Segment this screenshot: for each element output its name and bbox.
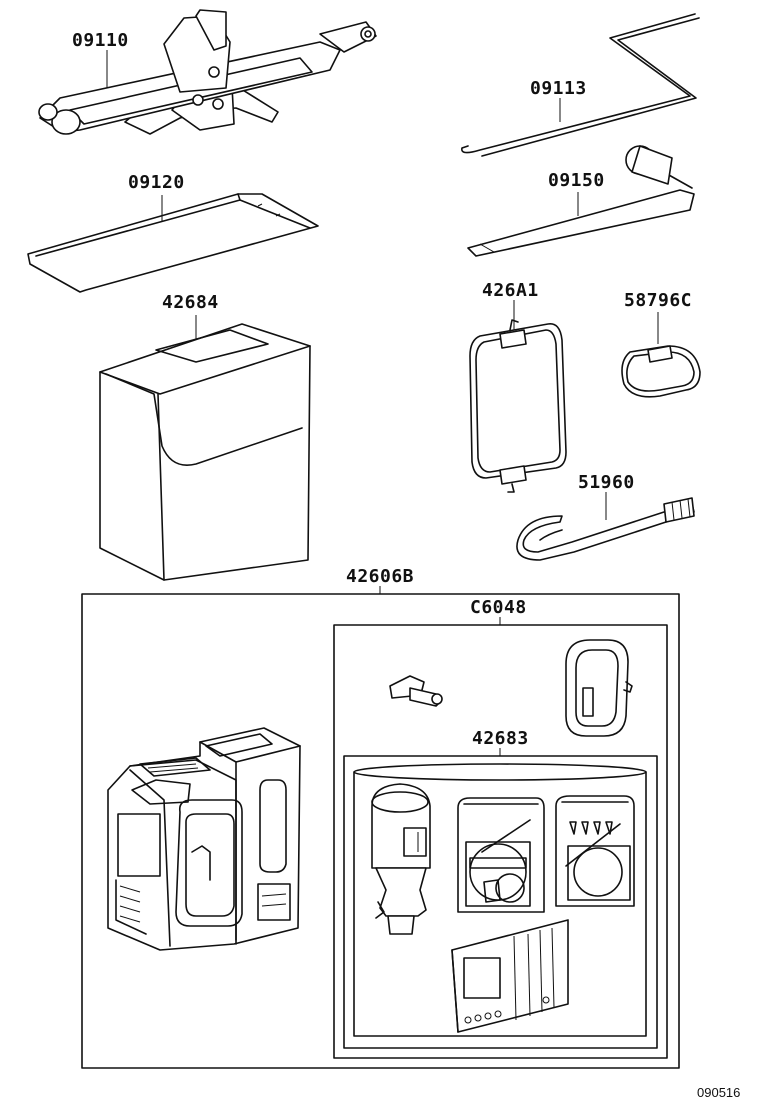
jack-mat-illustration <box>27 193 319 293</box>
towing-hook-illustration <box>516 492 695 561</box>
valve-holder-illustration <box>565 639 633 737</box>
jack-illustration <box>38 9 377 135</box>
label-repair-kit: 42606B <box>346 566 415 587</box>
label-jack-mat: 09120 <box>128 172 185 193</box>
band-large-illustration <box>469 300 567 493</box>
wrench-illustration <box>467 145 695 257</box>
label-band-small: 58796C <box>624 290 693 311</box>
sealant-package-illustration <box>353 763 647 1037</box>
label-towing-hook: 51960 <box>578 472 635 493</box>
kit-subassy-frame <box>333 617 668 1059</box>
label-jack: 09110 <box>72 30 129 51</box>
tool-bag-illustration <box>99 315 311 581</box>
label-tool-bag: 42684 <box>162 292 219 313</box>
diagram-code: 090516 <box>697 1085 741 1100</box>
instruction-card-left <box>457 797 545 913</box>
sealant-bottle-frame <box>343 748 658 1049</box>
sealant-bottle-illustration <box>371 783 431 935</box>
label-jack-handle: 09113 <box>530 78 587 99</box>
instruction-card-right <box>555 795 635 907</box>
label-sealant-bottle: 42683 <box>472 728 529 749</box>
instruction-manual-illustration <box>451 919 569 1033</box>
label-kit-subassy: C6048 <box>470 597 527 618</box>
label-band-large: 426A1 <box>482 280 539 301</box>
valve-tool-illustration <box>389 675 443 707</box>
jack-handle-illustration <box>461 13 700 157</box>
repair-kit-frame <box>81 586 680 1069</box>
compressor-illustration <box>107 727 301 951</box>
label-wrench: 09150 <box>548 170 605 191</box>
band-small-illustration <box>621 312 701 398</box>
